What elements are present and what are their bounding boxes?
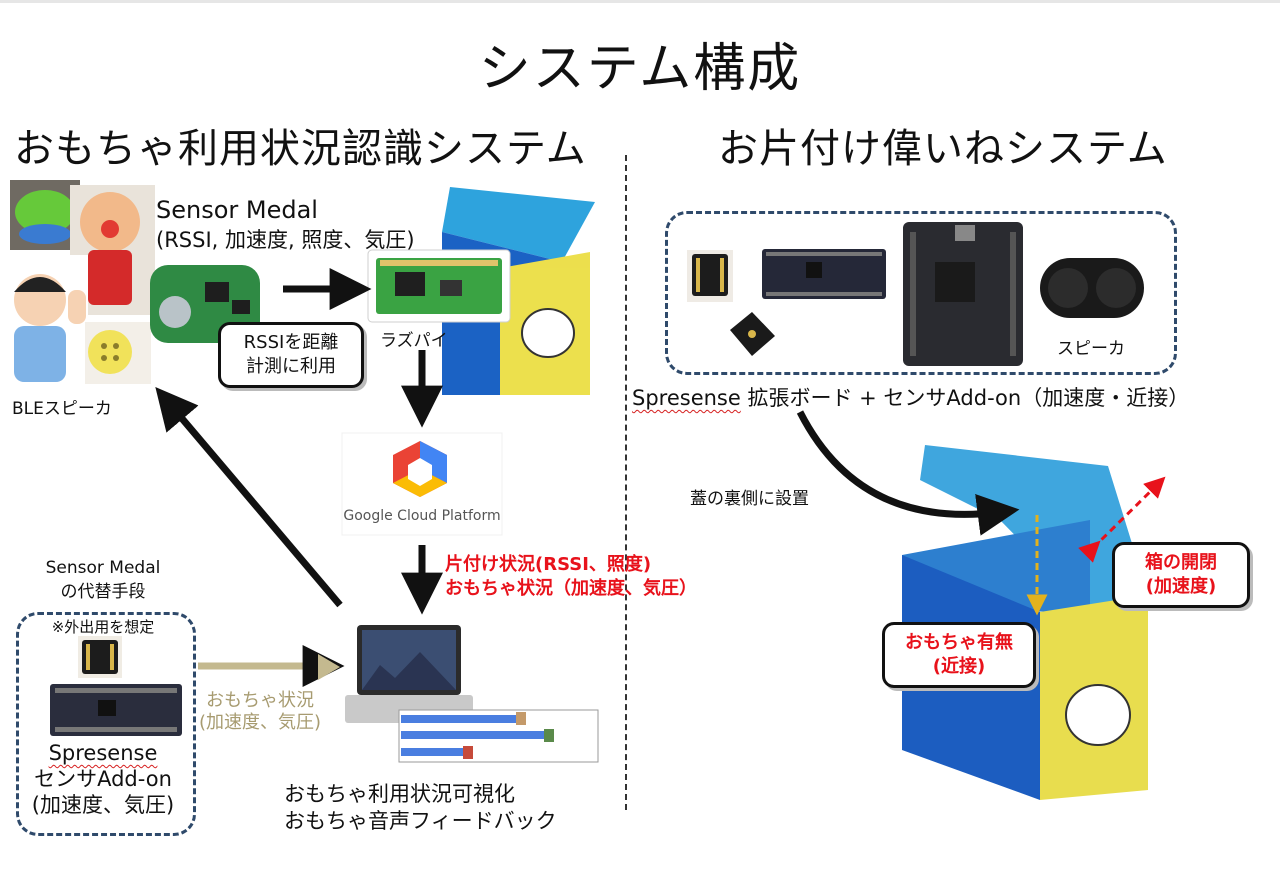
right-section-heading: お片付け偉いねシステム <box>718 126 1168 172</box>
arrow-board-to-lid <box>796 410 1020 536</box>
usage-bar-chart <box>398 709 599 763</box>
addon-small-board-photo <box>687 250 733 302</box>
red-status-lines: 片付け状況(RSSI、照度) おもちゃ状況（加速度、気圧） <box>445 553 697 601</box>
toy-car-photo <box>10 180 80 250</box>
tan-arrowhead <box>318 654 340 680</box>
board-caption-rest: 拡張ボード + センサAdd-on（加速度・近接） <box>740 386 1190 410</box>
page-title: システム構成 <box>478 39 802 99</box>
section-divider <box>625 155 627 810</box>
ble-speaker-label: BLEスピーカ <box>12 399 112 419</box>
alt-spresense-board-photo <box>50 684 182 736</box>
sensor-medal-title: Sensor Medal <box>156 196 318 224</box>
rssi-callout: RSSIを距離 計測に利用 <box>218 322 364 388</box>
laptop-image <box>345 625 473 723</box>
alt-means-box <box>16 612 196 836</box>
extension-board-photo <box>903 222 1023 366</box>
open-close-line-1: 箱の開閉 <box>1145 552 1217 573</box>
sensor-medal-params: (RSSI, 加速度, 照度、気圧) <box>156 228 415 252</box>
red-status-line-2: おもちゃ状況（加速度、気圧） <box>445 578 697 599</box>
tan-status-line-1: おもちゃ状況 <box>206 690 314 711</box>
alt-box-addon: センサAdd-on <box>34 767 172 791</box>
alt-means-caption: Sensor Medal の代替手段 <box>16 556 190 604</box>
rssi-callout-line-1: RSSIを距離 <box>243 332 339 353</box>
button-speaker-photo <box>85 322 151 384</box>
proximity-sensor-board-photo <box>730 312 775 356</box>
open-close-arrow <box>1078 476 1166 563</box>
tan-status-line-2: (加速度、気圧) <box>198 712 322 733</box>
red-status-line-1: 片付け状況(RSSI、照度) <box>445 554 652 575</box>
tan-status-lines: おもちゃ状況 (加速度、気圧) <box>198 690 322 734</box>
visualization-line-1: おもちゃ利用状況可視化 <box>284 782 515 806</box>
component-box <box>665 211 1177 375</box>
alt-box-text: Spresense センサAdd-on (加速度、気圧) <box>16 740 190 818</box>
open-close-callout: 箱の開閉 (加速度) <box>1112 542 1250 608</box>
gcp-label: Google Cloud Platform <box>343 508 501 524</box>
alt-box-params: (加速度、気圧) <box>31 793 175 817</box>
board-caption-brand: Spresense <box>632 386 741 410</box>
alt-box-spresense: Spresense <box>48 741 158 765</box>
spresense-main-board-photo <box>762 249 886 299</box>
toy-presence-line-2: (近接) <box>932 656 986 677</box>
speaker-device-photo <box>1040 258 1144 318</box>
alt-addon-board-photo <box>78 636 122 678</box>
toy-presence-line-1: おもちゃ有無 <box>905 632 1013 653</box>
toy-presence-callout: おもちゃ有無 (近接) <box>882 622 1036 688</box>
gcp-logo <box>341 432 503 536</box>
lid-label: 蓋の裏側に設置 <box>690 489 809 509</box>
board-caption: Spresense 拡張ボード + センサAdd-on（加速度・近接） <box>632 382 1189 412</box>
alt-means-line-1: Sensor Medal <box>45 558 161 578</box>
raspberry-pi-photo <box>367 249 511 323</box>
visualization-line-2: おもちゃ音声フィードバック <box>284 809 557 833</box>
left-section-heading: おもちゃ利用状況認識システム <box>14 126 587 172</box>
raspi-label: ラズパイ <box>380 331 448 351</box>
alt-box-note: ※外出用を想定 <box>51 618 155 636</box>
rssi-callout-line-2: 計測に利用 <box>246 356 336 377</box>
speaker-label: スピーカ <box>1057 339 1125 359</box>
alt-means-line-2: の代替手段 <box>60 582 146 602</box>
top-rule <box>0 0 1280 3</box>
visualization-caption: おもちゃ利用状況可視化 おもちゃ音声フィードバック <box>284 781 557 835</box>
arrow-laptop-to-speaker <box>155 387 343 608</box>
ble-speaker-character <box>8 255 88 385</box>
open-close-line-2: (加速度) <box>1145 576 1217 597</box>
